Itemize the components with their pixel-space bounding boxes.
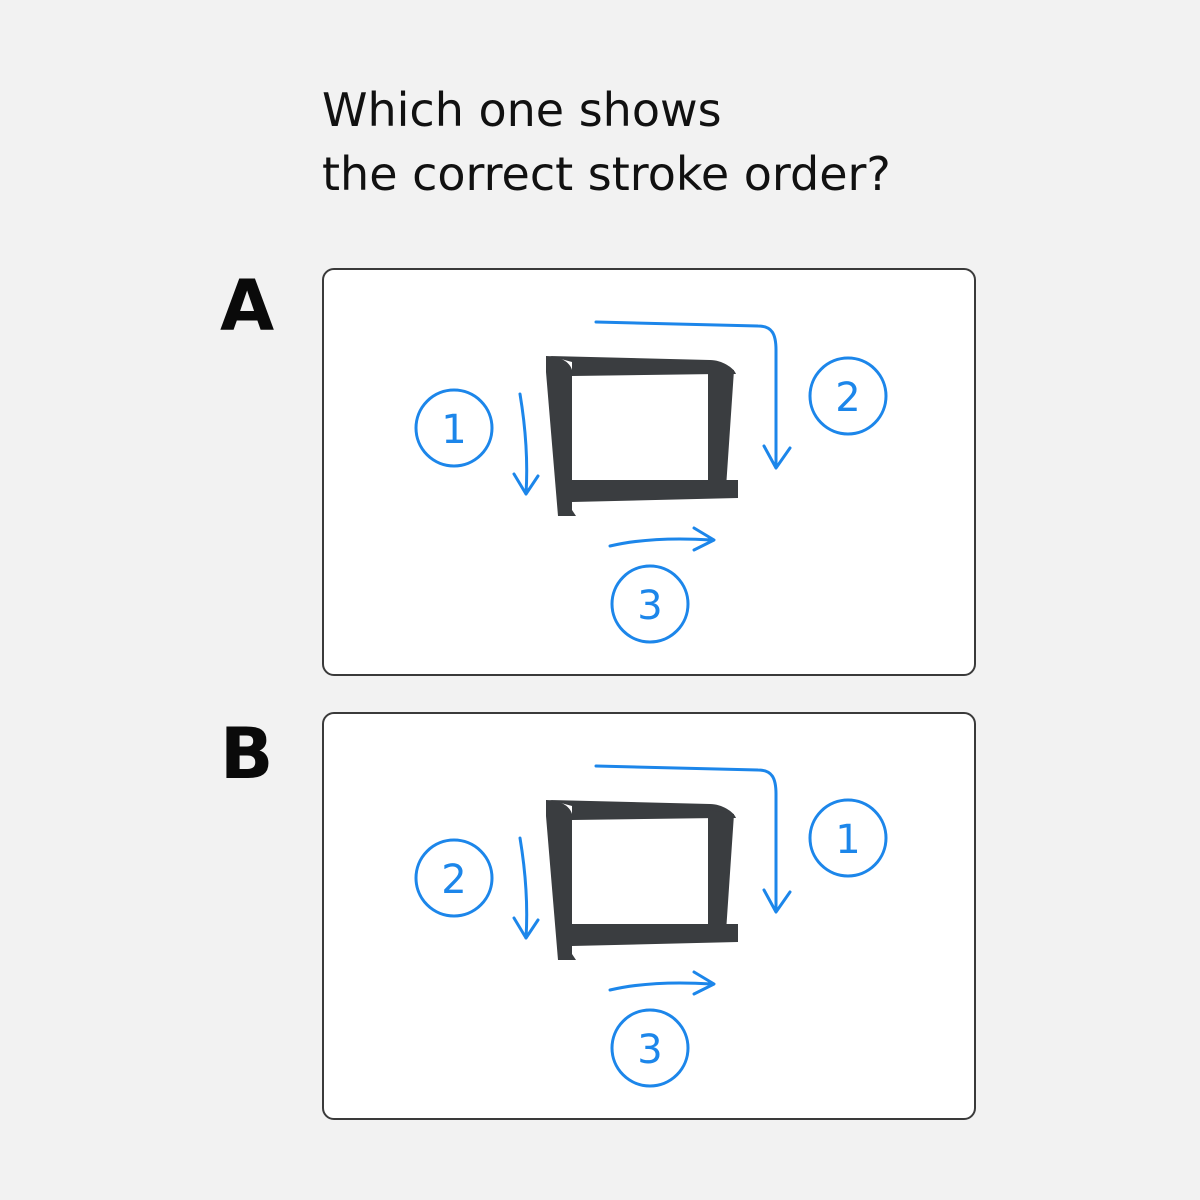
stroke-arrow-bottom-horizontal: [608, 526, 716, 552]
stroke-number-right: 1: [835, 817, 860, 863]
stroke-number-bottom: 3: [637, 1027, 662, 1073]
question-line-2: the correct stroke order?: [322, 147, 891, 201]
option-b-label: B: [220, 713, 274, 795]
option-a-diagram: 1 2 3: [414, 320, 888, 644]
stroke-number-badge-bottom: 3: [610, 1008, 690, 1088]
stroke-arrow-top-right-turn: [594, 764, 792, 914]
stroke-number-badge-left: 1: [414, 388, 494, 468]
stroke-number-badge-right: 1: [808, 798, 888, 878]
option-b-diagram: 2 1 3: [414, 764, 888, 1088]
question-text: Which one shows the correct stroke order…: [322, 78, 1022, 206]
stroke-number-bottom: 3: [637, 583, 662, 629]
stroke-arrow-left-vertical: [512, 836, 540, 940]
stroke-arrow-bottom-horizontal: [608, 970, 716, 996]
stroke-number-left: 1: [441, 407, 466, 453]
stroke-number-left: 2: [441, 857, 466, 903]
option-b-card[interactable]: 2 1 3: [322, 712, 976, 1120]
stroke-number-badge-bottom: 3: [610, 564, 690, 644]
stroke-number-right: 2: [835, 375, 860, 421]
stroke-number-badge-left: 2: [414, 838, 494, 918]
stroke-number-badge-right: 2: [808, 356, 888, 436]
kou-character-glyph: [546, 356, 738, 516]
kou-character-glyph: [546, 800, 738, 960]
option-a-card[interactable]: 1 2 3: [322, 268, 976, 676]
question-line-1: Which one shows: [322, 83, 722, 137]
stroke-arrow-left-vertical: [512, 392, 540, 496]
stroke-arrow-top-right-turn: [594, 320, 792, 470]
option-a-label: A: [220, 265, 275, 347]
